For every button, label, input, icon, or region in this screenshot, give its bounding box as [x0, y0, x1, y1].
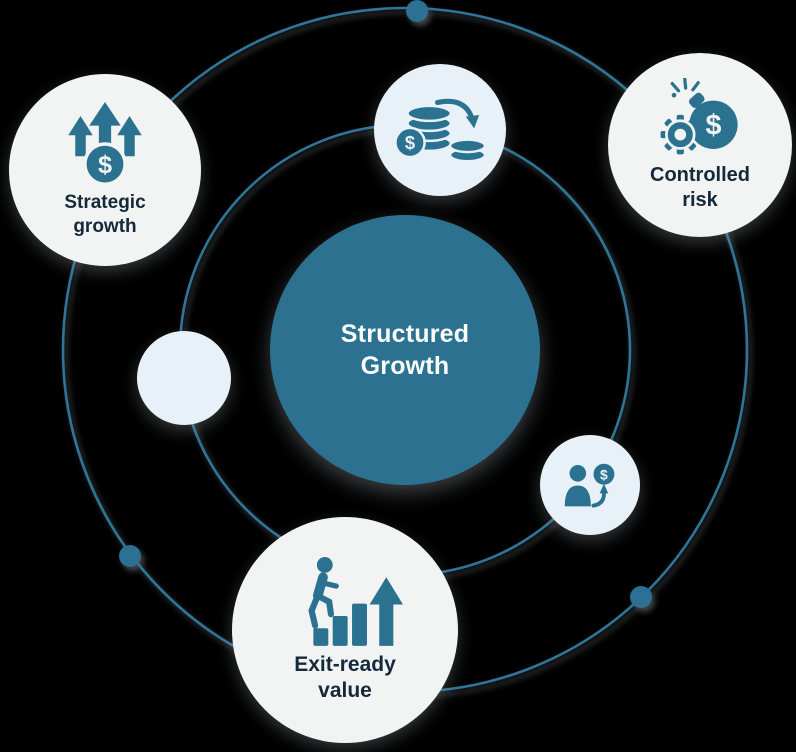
orbit-dot-top [406, 0, 428, 22]
label-line: value [318, 679, 372, 702]
dollar-glyph: $ [600, 466, 608, 482]
dollar-glyph: $ [405, 132, 415, 153]
gear-bomb-dollar-icon: $ [660, 78, 738, 155]
person-climbing-bars-arrow-icon [308, 557, 403, 647]
label-line: risk [682, 188, 718, 211]
label-line: Strategic [64, 192, 146, 214]
node-capital-flow: $ [374, 64, 506, 196]
node-label-controlled-risk: Controlled risk [650, 163, 750, 212]
label-line: Exit-ready [294, 653, 396, 677]
orbit-dot-left [119, 545, 141, 567]
node-exit-ready-value: Exit-ready value [232, 517, 458, 743]
node-strategic-growth: $ Strategic growth [9, 74, 201, 266]
dollar-glyph: $ [98, 151, 112, 179]
center-circle: Structured Growth [270, 215, 540, 485]
person-dollar-arrow-icon: $ [564, 463, 615, 507]
label-line: growth [73, 215, 137, 237]
money-growth-arrows-icon: $ [68, 102, 142, 187]
node-investor-value: $ [540, 435, 640, 535]
node-controlled-risk: $ Controlled risk [608, 53, 792, 237]
center-title-line2: Growth [360, 352, 450, 380]
coins-transfer-icon: $ [394, 98, 486, 163]
center-title-line1: Structured [340, 319, 470, 348]
dollar-glyph: $ [705, 110, 721, 142]
node-milestone-blank [137, 331, 231, 425]
node-label-exit-ready-value: Exit-ready value [294, 652, 396, 703]
orbit-dot-right [630, 586, 652, 608]
center-title: Structured Growth [341, 318, 469, 383]
node-label-strategic-growth: Strategic growth [64, 191, 145, 237]
label-line: Controlled [650, 164, 750, 187]
